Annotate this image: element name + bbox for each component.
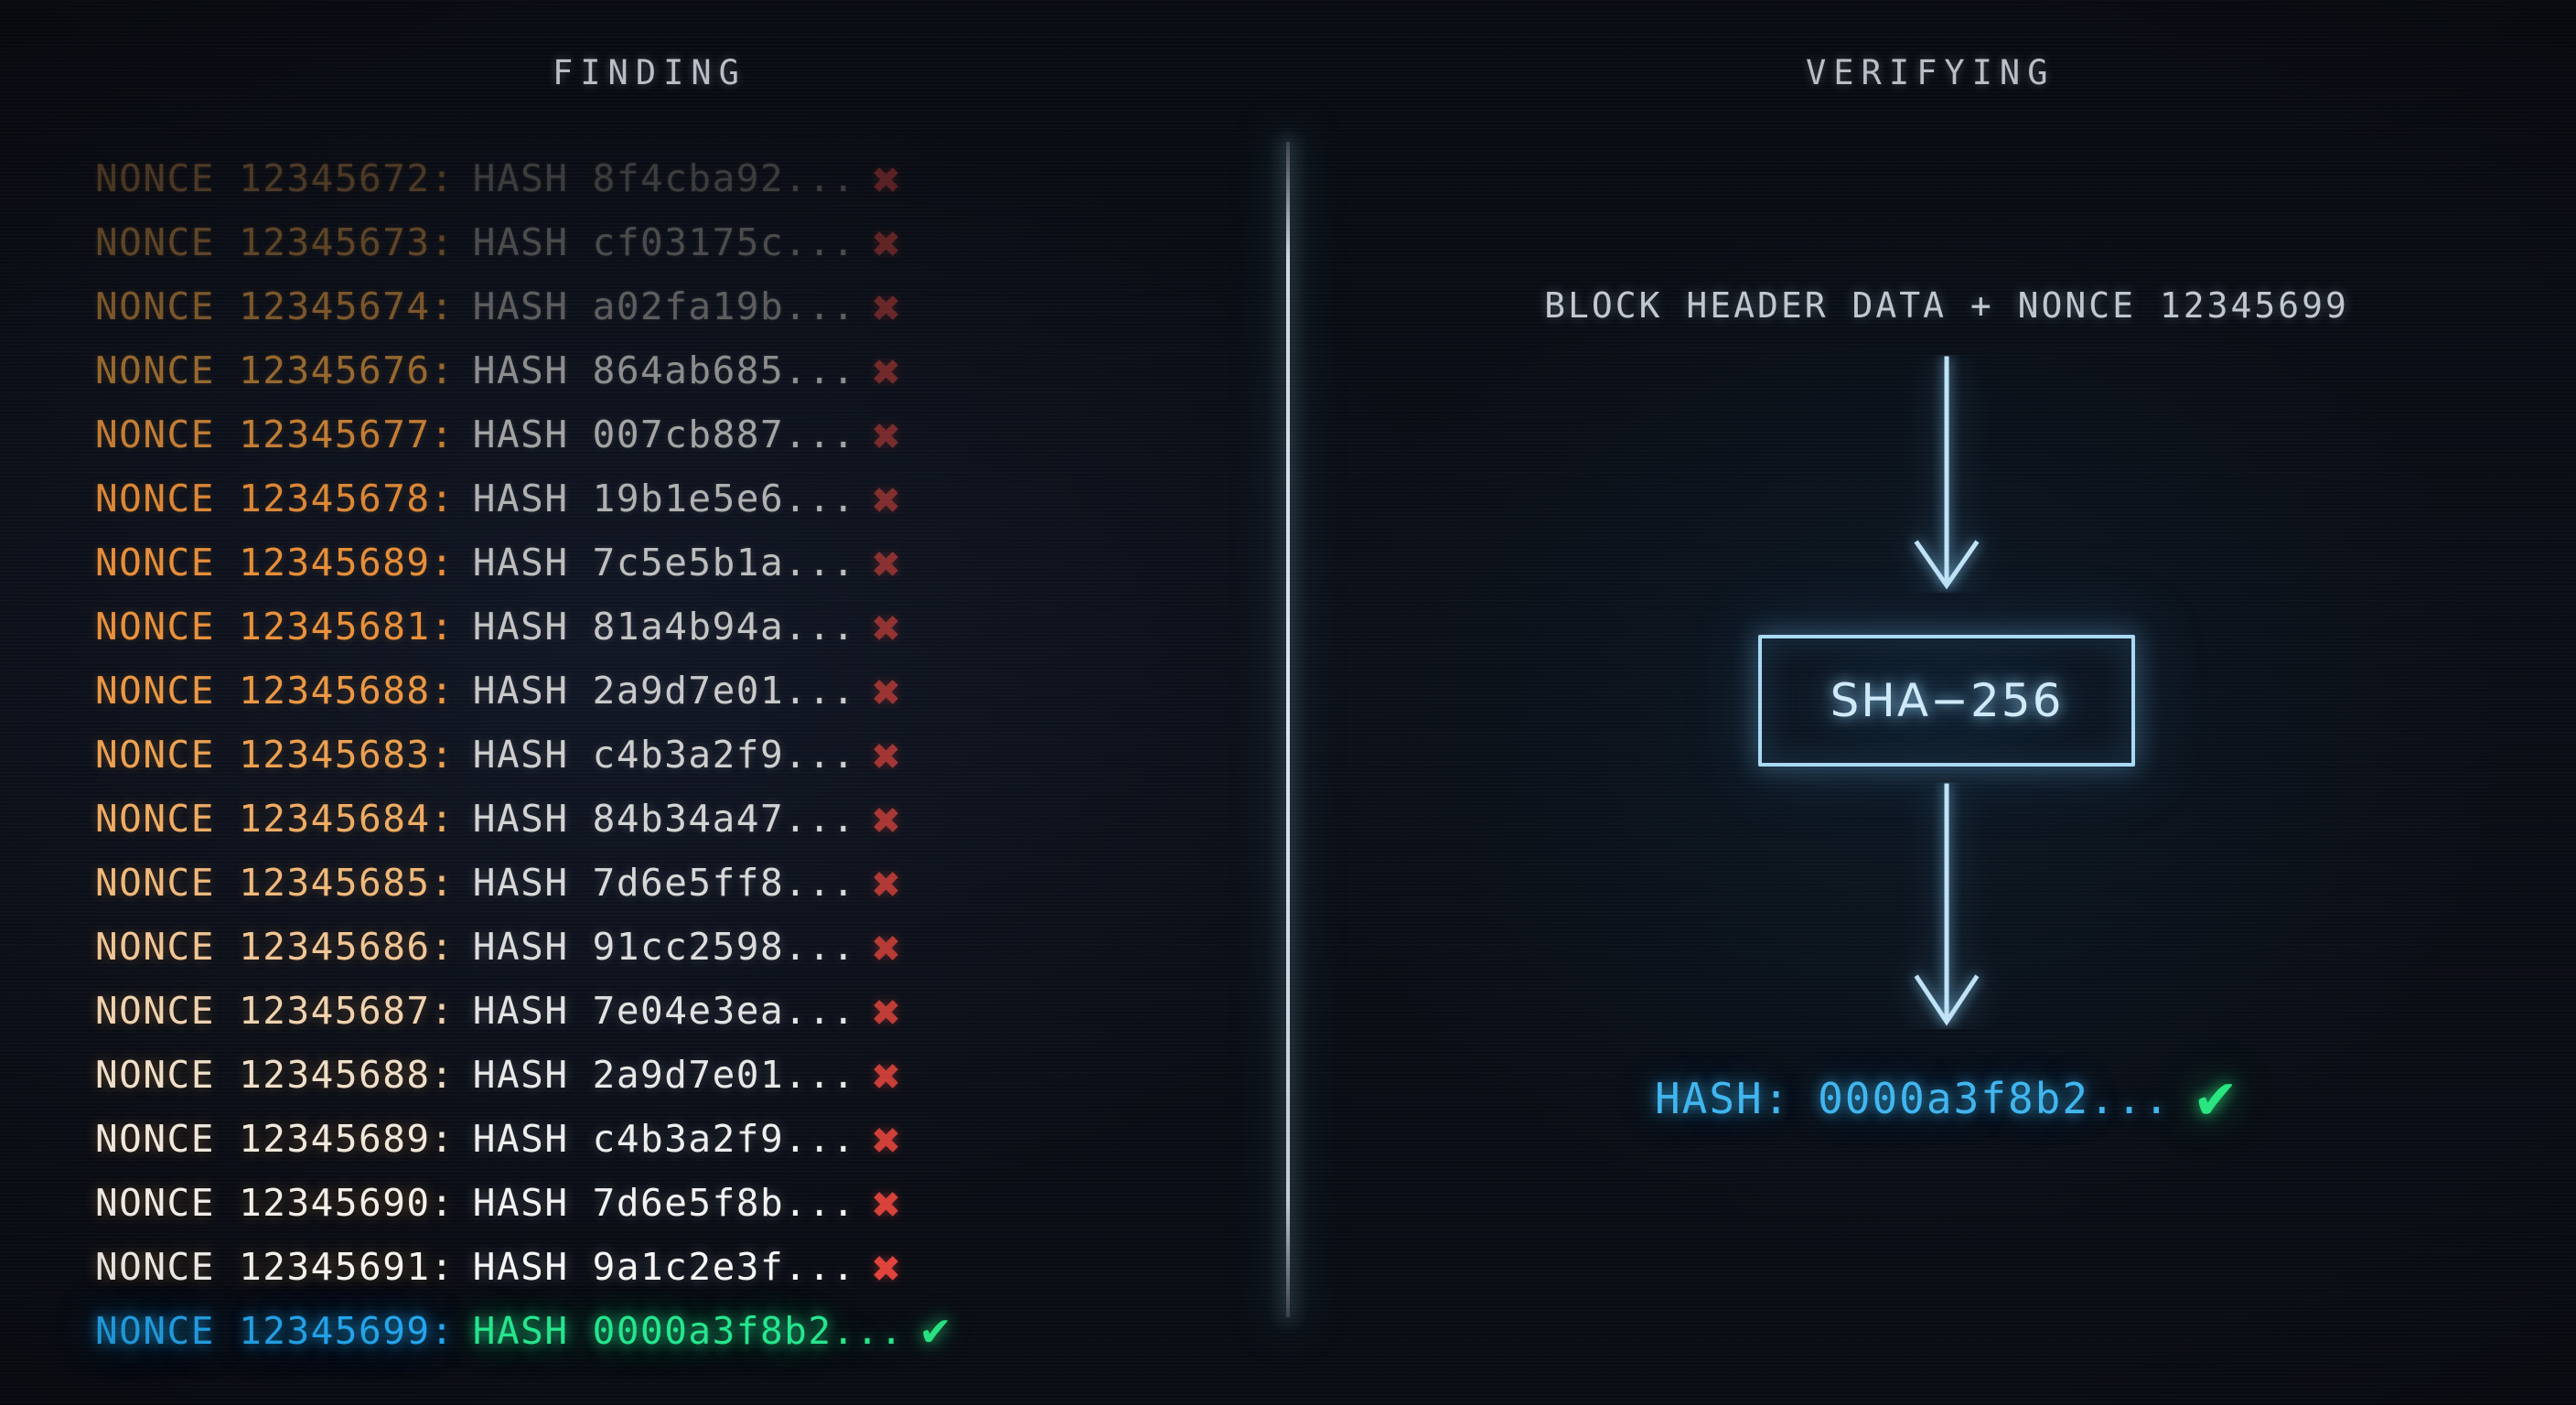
log-row: NONCE 12345681: HASH 81a4b94a... ✖ xyxy=(95,595,953,659)
log-row: NONCE 12345685: HASH 7d6e5ff8... ✖ xyxy=(95,851,953,915)
log-row: NONCE 12345699: HASH 0000a3f8b2... ✔ xyxy=(95,1299,953,1363)
log-row: NONCE 12345677: HASH 007cb887... ✖ xyxy=(95,402,953,467)
log-row-hash: HASH 91cc2598... xyxy=(472,925,856,969)
fail-cross-icon: ✖ xyxy=(870,608,903,650)
log-row: NONCE 12345691: HASH 9a1c2e3f... ✖ xyxy=(95,1235,953,1299)
down-arrow-icon-1 xyxy=(1892,355,2002,596)
log-row-hash: HASH a02fa19b... xyxy=(472,284,856,328)
success-check-icon: ✔ xyxy=(918,1309,954,1356)
log-row-hash: HASH 19b1e5e6... xyxy=(472,477,856,520)
log-row-hash: HASH cf03175c... xyxy=(472,220,856,264)
fail-cross-icon: ✖ xyxy=(870,1249,903,1291)
log-row: NONCE 12345689: HASH 7c5e5b1a... ✖ xyxy=(95,531,953,595)
log-row-nonce: NONCE 12345672: xyxy=(95,156,455,200)
fail-cross-icon: ✖ xyxy=(870,480,903,522)
log-row: NONCE 12345689: HASH c4b3a2f9... ✖ xyxy=(95,1107,953,1171)
mining-log-list: NONCE 12345672:HASH 8f4cba92...✖NONCE 12… xyxy=(95,146,953,1363)
fail-cross-icon: ✖ xyxy=(870,544,903,586)
log-row: NONCE 12345672: HASH 8f4cba92... ✖ xyxy=(95,146,953,210)
log-row-hash: HASH 864ab685... xyxy=(472,349,856,392)
log-row-nonce: NONCE 12345685: xyxy=(95,861,455,905)
log-row: NONCE 12345674: HASH a02fa19b... ✖ xyxy=(95,274,953,338)
fail-cross-icon: ✖ xyxy=(870,352,903,394)
log-row-nonce: NONCE 12345676: xyxy=(95,349,455,392)
block-header-input-label: BLOCK HEADER DATA + NONCE 12345699 xyxy=(1544,285,2349,326)
log-row-nonce: NONCE 12345688: xyxy=(95,669,455,713)
log-row-nonce: NONCE 12345673: xyxy=(95,220,455,264)
log-row-hash: HASH 2a9d7e01... xyxy=(472,1053,856,1097)
fail-cross-icon: ✖ xyxy=(870,800,903,842)
log-row-nonce: NONCE 12345689: xyxy=(95,541,455,585)
fail-cross-icon: ✖ xyxy=(870,416,903,458)
panel-title-finding: FINDING xyxy=(553,53,746,92)
sha256-label: SHA−256 xyxy=(1830,674,2064,727)
log-row-nonce: NONCE 12345683: xyxy=(95,733,455,777)
log-row-hash: HASH 9a1c2e3f... xyxy=(472,1245,856,1289)
log-row-nonce: NONCE 12345691: xyxy=(95,1245,455,1289)
fail-cross-icon: ✖ xyxy=(870,1121,903,1163)
down-arrow-icon-2 xyxy=(1892,782,2002,1033)
log-row-nonce: NONCE 12345687: xyxy=(95,989,455,1033)
log-row-nonce: NONCE 12345686: xyxy=(95,925,455,969)
verification-pipeline: BLOCK HEADER DATA + NONCE 12345699 SHA−2… xyxy=(1317,0,2576,1405)
sha256-hash-function-box: SHA−256 xyxy=(1758,635,2135,767)
log-row: NONCE 12345688: HASH 2a9d7e01... ✖ xyxy=(95,1043,953,1107)
log-row-hash: HASH 7c5e5b1a... xyxy=(472,541,856,585)
log-row-nonce: NONCE 12345674: xyxy=(95,284,455,328)
log-row: NONCE 12345678: HASH 19b1e5e6... ✖ xyxy=(95,467,953,531)
log-row-nonce: NONCE 12345677: xyxy=(95,413,455,456)
log-row-hash: HASH 7e04e3ea... xyxy=(472,989,856,1033)
log-row-hash: HASH 2a9d7e01... xyxy=(472,669,856,713)
fail-cross-icon: ✖ xyxy=(870,160,903,202)
log-row-nonce: NONCE 12345689: xyxy=(95,1117,455,1161)
log-row: NONCE 12345690: HASH 7d6e5f8b... ✖ xyxy=(95,1171,953,1235)
log-row: NONCE 12345686: HASH 91cc2598... ✖ xyxy=(95,915,953,979)
log-row: NONCE 12345673: HASH cf03175c... ✖ xyxy=(95,210,953,274)
log-row-nonce: NONCE 12345684: xyxy=(95,797,455,841)
log-row-nonce: NONCE 12345690: xyxy=(95,1181,455,1225)
success-check-icon: ✔ xyxy=(2192,1068,2239,1132)
fail-cross-icon: ✖ xyxy=(870,928,903,971)
log-row-nonce: NONCE 12345699: xyxy=(95,1309,455,1353)
log-row-hash: HASH 81a4b94a... xyxy=(472,605,856,649)
fail-cross-icon: ✖ xyxy=(870,992,903,1035)
verification-result: HASH: 0000a3f8b2... ✔ xyxy=(1317,1068,2576,1132)
panel-divider xyxy=(1286,142,1290,1317)
log-row-nonce: NONCE 12345688: xyxy=(95,1053,455,1097)
log-row-nonce: NONCE 12345681: xyxy=(95,605,455,649)
fail-cross-icon: ✖ xyxy=(870,224,903,266)
log-row: NONCE 12345688: HASH 2a9d7e01... ✖ xyxy=(95,659,953,723)
log-row-hash: HASH 7d6e5ff8... xyxy=(472,861,856,905)
log-row: NONCE 12345683: HASH c4b3a2f9... ✖ xyxy=(95,723,953,787)
result-hash-value: HASH: 0000a3f8b2... xyxy=(1654,1074,2172,1123)
log-row: NONCE 12345684: HASH 84b34a47... ✖ xyxy=(95,787,953,851)
log-row-hash: HASH 8f4cba92... xyxy=(472,156,856,200)
fail-cross-icon: ✖ xyxy=(870,1056,903,1099)
log-row-hash: HASH 84b34a47... xyxy=(472,797,856,841)
fail-cross-icon: ✖ xyxy=(870,864,903,906)
log-row: NONCE 12345676: HASH 864ab685... ✖ xyxy=(95,338,953,402)
fail-cross-icon: ✖ xyxy=(870,672,903,714)
log-row-hash: HASH 0000a3f8b2... xyxy=(472,1309,905,1353)
fail-cross-icon: ✖ xyxy=(870,1185,903,1227)
log-row-nonce: NONCE 12345678: xyxy=(95,477,455,520)
log-row-hash: HASH c4b3a2f9... xyxy=(472,733,856,777)
log-row-hash: HASH 7d6e5f8b... xyxy=(472,1181,856,1225)
fail-cross-icon: ✖ xyxy=(870,736,903,778)
log-row-hash: HASH 007cb887... xyxy=(472,413,856,456)
fail-cross-icon: ✖ xyxy=(870,288,903,330)
log-row-hash: HASH c4b3a2f9... xyxy=(472,1117,856,1161)
log-row: NONCE 12345687: HASH 7e04e3ea... ✖ xyxy=(95,979,953,1043)
